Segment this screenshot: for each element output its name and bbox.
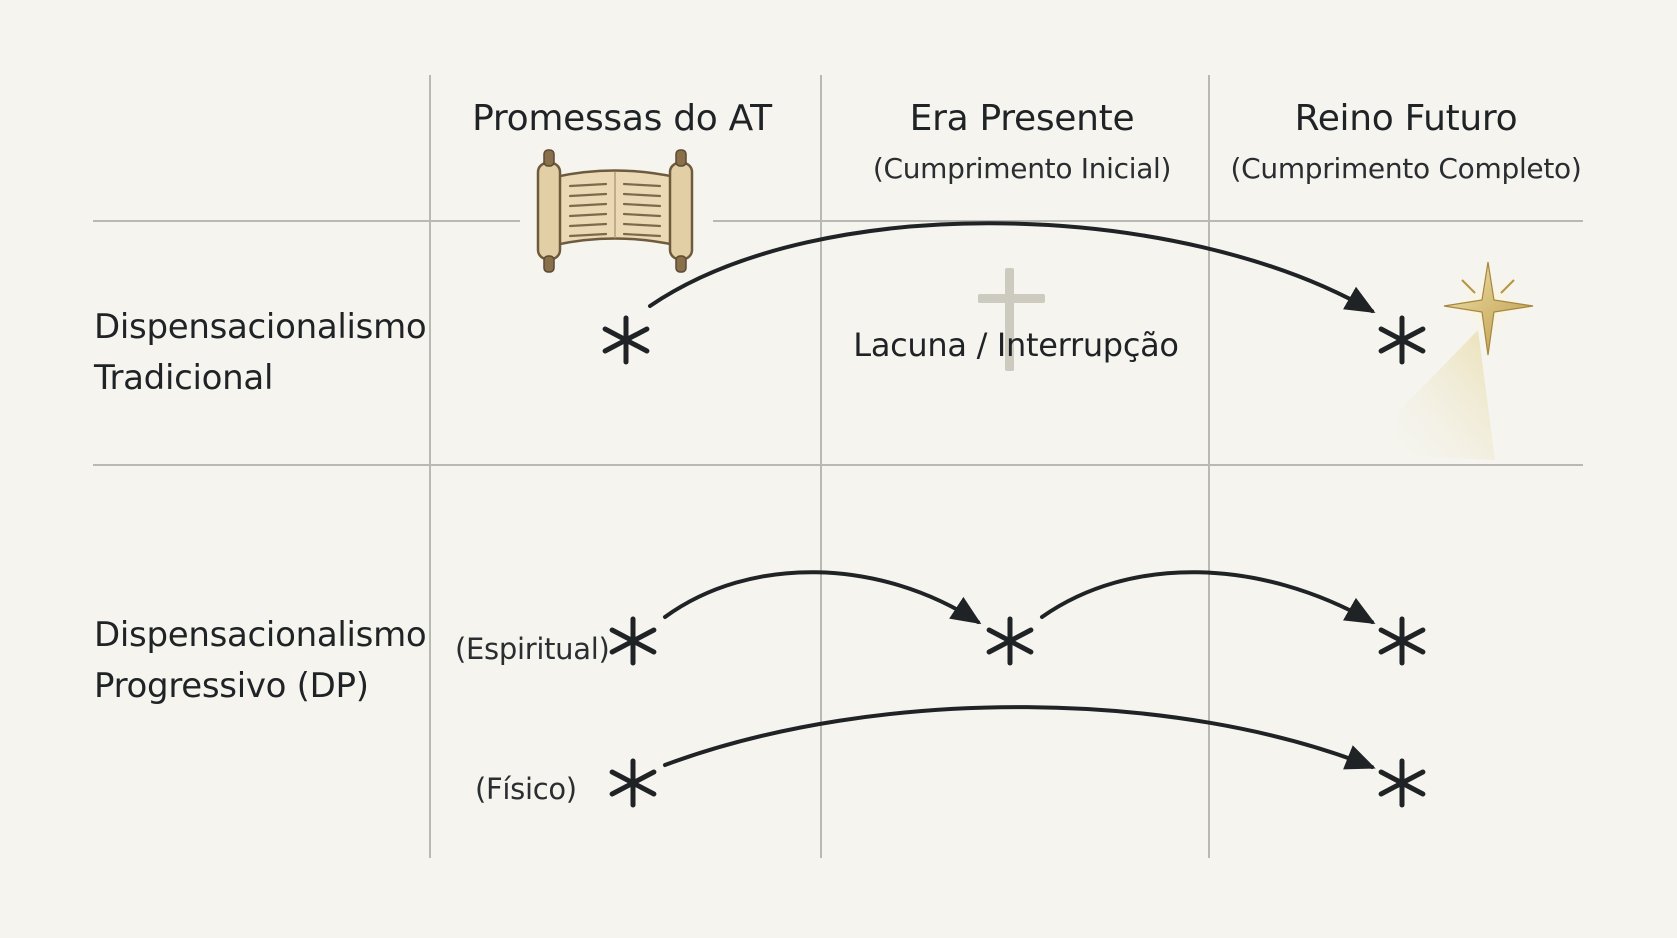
column-title-future-kingdom: Reino Futuro (1294, 98, 1518, 139)
asterisk-spiritual-future (1378, 616, 1426, 666)
arrow-spiritual-future (1040, 570, 1376, 624)
arrow-physical (663, 705, 1376, 770)
arrow-spiritual-present (663, 570, 982, 625)
physical-label: (Físico) (475, 772, 577, 806)
row-label-traditional: Dispensacionalismo Tradicional (94, 302, 427, 404)
column-title-promises: Promessas do AT (472, 98, 772, 139)
column-title-present-era: Era Presente (909, 98, 1135, 139)
cross-icon (978, 268, 1045, 371)
row-label-progressive: Dispensacionalismo Progressivo (DP) (94, 610, 427, 712)
column-subtitle-present-era: (Cumprimento Inicial) (872, 152, 1172, 185)
asterisk-physical-future (1378, 758, 1426, 808)
asterisk-markers (602, 315, 1426, 808)
asterisk-spiritual-present (986, 616, 1034, 666)
spiritual-label: (Espiritual) (455, 632, 610, 666)
asterisk-spiritual-promise (609, 616, 657, 666)
asterisk-physical-promise (609, 758, 657, 808)
scroll-icon (536, 149, 694, 273)
row-label-progressive-line1: Dispensacionalismo (94, 615, 427, 655)
column-subtitle-future-kingdom: (Cumprimento Completo) (1230, 152, 1582, 185)
light-beam (1385, 330, 1495, 460)
gap-label: Lacuna / Interrupção (853, 326, 1179, 364)
row-label-progressive-line2: Progressivo (DP) (94, 666, 369, 706)
arrows (648, 221, 1376, 770)
asterisk-traditional-future (1378, 315, 1426, 365)
row-label-traditional-line1: Dispensacionalismo (94, 307, 427, 347)
asterisk-traditional-promise (602, 315, 650, 365)
arrow-traditional (648, 221, 1376, 313)
star-icon (1443, 261, 1534, 356)
row-label-traditional-line2: Tradicional (94, 358, 274, 398)
grid (93, 75, 1583, 858)
